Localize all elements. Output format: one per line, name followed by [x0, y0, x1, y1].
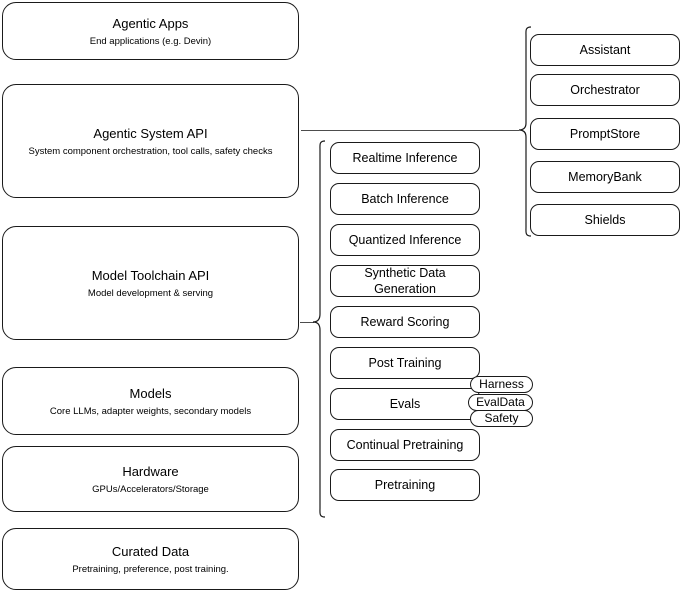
pill-harness[interactable]: Harness: [470, 376, 533, 393]
chip-post-training[interactable]: Post Training: [330, 347, 480, 379]
layer-box-models[interactable]: Models Core LLMs, adapter weights, secon…: [2, 367, 299, 435]
layer-subtitle: System component orchestration, tool cal…: [28, 145, 273, 157]
chip-label: Post Training: [368, 356, 442, 370]
layer-subtitle: Core LLMs, adapter weights, secondary mo…: [49, 405, 252, 417]
pill-evaldata[interactable]: EvalData: [468, 394, 533, 411]
layer-box-hardware[interactable]: Hardware GPUs/Accelerators/Storage: [2, 446, 299, 512]
chip-label: Shields: [584, 213, 626, 227]
layer-title: Agentic System API: [93, 125, 208, 141]
chip-assistant[interactable]: Assistant: [530, 34, 680, 66]
brace-middle-group: [312, 140, 326, 518]
layer-title: Hardware: [122, 463, 179, 479]
layer-box-model-toolchain-api[interactable]: Model Toolchain API Model development & …: [2, 226, 299, 340]
connector-model-toolchain-api-to-middle-group: [300, 322, 314, 323]
chip-label: Assistant: [579, 43, 631, 57]
chip-synthetic-data-generation[interactable]: Synthetic Data Generation: [330, 265, 480, 297]
chip-label: Batch Inference: [361, 192, 449, 206]
chip-batch-inference[interactable]: Batch Inference: [330, 183, 480, 215]
chip-quantized-inference[interactable]: Quantized Inference: [330, 224, 480, 256]
chip-promptstore[interactable]: PromptStore: [530, 118, 680, 150]
chip-orchestrator[interactable]: Orchestrator: [530, 74, 680, 106]
chip-label: Continual Pretraining: [346, 438, 464, 452]
layer-title: Models: [129, 385, 172, 401]
chip-reward-scoring[interactable]: Reward Scoring: [330, 306, 480, 338]
pill-label: EvalData: [476, 395, 525, 409]
layer-subtitle: End applications (e.g. Devin): [89, 35, 212, 47]
layer-box-curated-data[interactable]: Curated Data Pretraining, preference, po…: [2, 528, 299, 590]
layer-subtitle: Pretraining, preference, post training.: [72, 563, 229, 575]
chip-label: Evals: [389, 397, 421, 411]
chip-shields[interactable]: Shields: [530, 204, 680, 236]
connector-agentic-system-api-to-right-group: [301, 130, 519, 131]
layer-box-agentic-apps[interactable]: Agentic Apps End applications (e.g. Devi…: [2, 2, 299, 60]
pill-label: Harness: [479, 377, 524, 391]
brace-right-group: [518, 26, 532, 237]
layer-title: Model Toolchain API: [91, 267, 210, 283]
chip-pretraining[interactable]: Pretraining: [330, 469, 480, 501]
layer-title: Curated Data: [111, 543, 190, 559]
chip-realtime-inference[interactable]: Realtime Inference: [330, 142, 480, 174]
chip-label: Orchestrator: [570, 83, 640, 97]
chip-label: MemoryBank: [568, 170, 642, 184]
chip-memorybank[interactable]: MemoryBank: [530, 161, 680, 193]
layer-subtitle: GPUs/Accelerators/Storage: [92, 483, 209, 495]
layer-title: Agentic Apps: [112, 15, 189, 31]
chip-label: Synthetic Data Generation: [364, 266, 446, 296]
chip-label: Quantized Inference: [348, 233, 462, 247]
chip-label: Pretraining: [374, 478, 436, 492]
chip-label: Reward Scoring: [360, 315, 450, 329]
pill-label: Safety: [484, 411, 519, 425]
layer-box-agentic-system-api[interactable]: Agentic System API System component orch…: [2, 84, 299, 198]
chip-label: Realtime Inference: [352, 151, 458, 165]
pill-safety[interactable]: Safety: [470, 410, 533, 427]
layer-subtitle: Model development & serving: [87, 287, 214, 299]
chip-label: PromptStore: [569, 127, 641, 141]
chip-evals[interactable]: Evals: [330, 388, 480, 420]
chip-continual-pretraining[interactable]: Continual Pretraining: [330, 429, 480, 461]
